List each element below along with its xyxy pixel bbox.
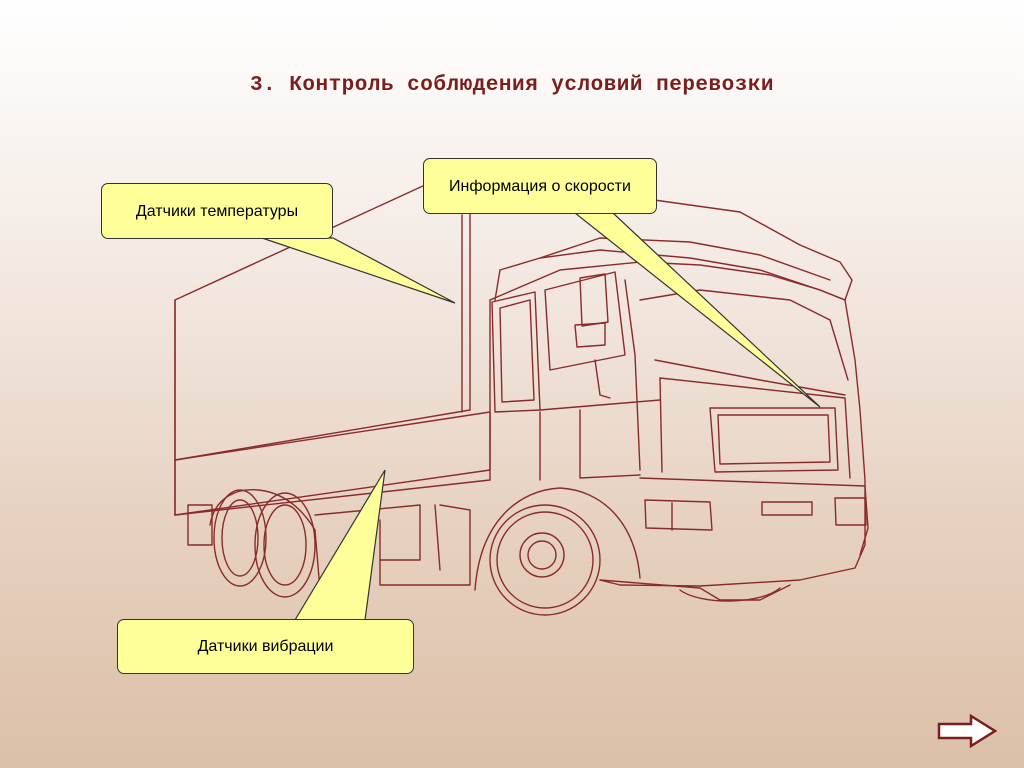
- next-slide-button[interactable]: [937, 713, 998, 749]
- callout-pointers: [261, 212, 821, 621]
- callout-temperature-sensors: Датчики температуры: [101, 183, 333, 239]
- callout-speed-info: Информация о скорости: [423, 158, 657, 214]
- arrow-right-icon: [937, 713, 998, 749]
- callout-vibration-sensors: Датчики вибрации: [117, 619, 414, 674]
- slide-title: 3. Контроль соблюдения условий перевозки: [249, 74, 775, 97]
- pointer-speed: [573, 212, 821, 408]
- pointer-temperature: [261, 237, 456, 304]
- pointer-vibration: [293, 469, 386, 621]
- truck-drawing: [174, 184, 869, 616]
